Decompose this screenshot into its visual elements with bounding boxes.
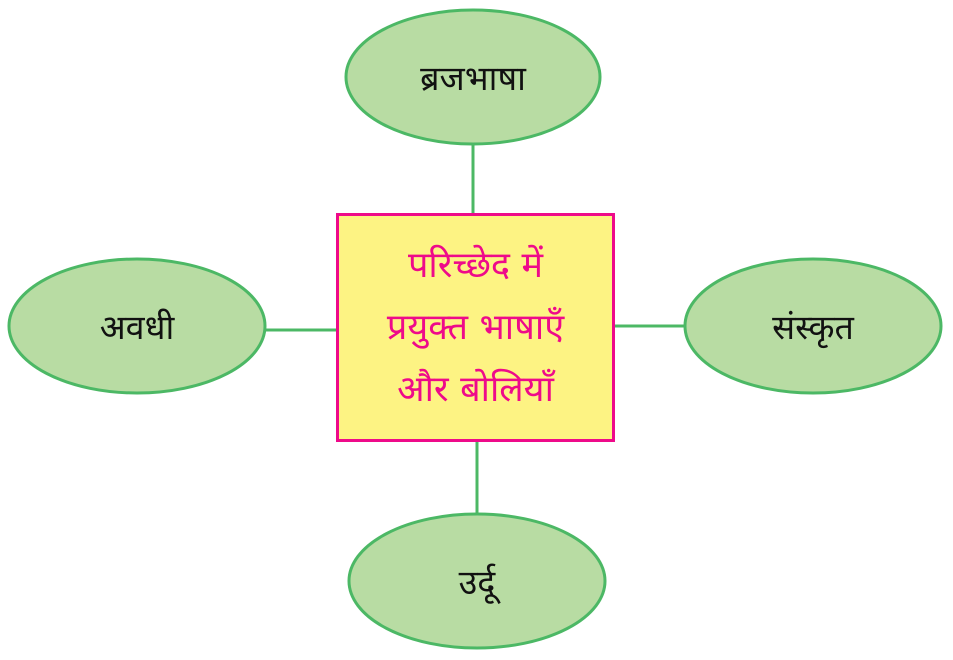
node-sanskrit: संस्कृत [772,308,854,348]
center-line-2: प्रयुक्त भाषाएँ [386,306,565,348]
node-brajbhasha: ब्रजभाषा [420,59,526,99]
ellipse-bottom [347,512,607,650]
node-urdu: उर्दू [458,563,496,603]
center-line-1: परिच्छेद में [407,244,544,286]
ellipse-right [683,257,943,395]
node-awadhi: अवधी [99,308,175,348]
center-topic-box: परिच्छेद में प्रयुक्त भाषाएँ और बोलियाँ [336,213,615,442]
center-line-3: और बोलियाँ [397,368,554,410]
ellipse-top [344,8,602,146]
ellipse-left [7,257,267,395]
